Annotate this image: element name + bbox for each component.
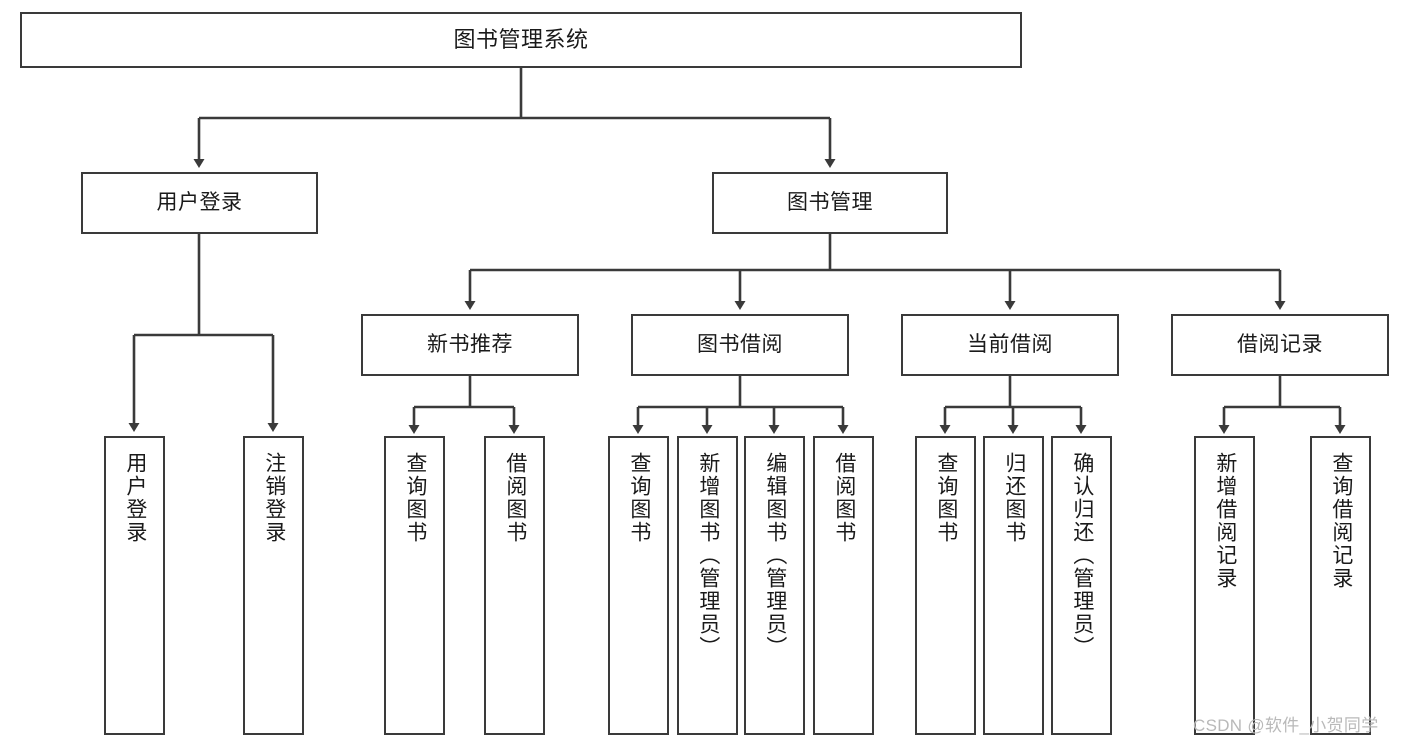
leaf-current-return-book[interactable]: 归还图书 bbox=[983, 436, 1044, 735]
leaf-borrow-edit-book-admin[interactable]: 编辑图书（管理员） bbox=[744, 436, 805, 735]
leaf-borrow-query-book[interactable]: 查询图书 bbox=[608, 436, 669, 735]
csdn-watermark: CSDN @软件_小贺同学 bbox=[1193, 716, 1379, 735]
leaf-current-confirm-return-admin[interactable]: 确认归还（管理员） bbox=[1051, 436, 1112, 735]
node-label: 查询借阅记录 bbox=[1329, 452, 1353, 590]
node-label: 编辑图书（管理员） bbox=[763, 452, 787, 659]
leaf-borrow-borrow-book[interactable]: 借阅图书 bbox=[813, 436, 874, 735]
node-label: 用户登录 bbox=[123, 452, 147, 544]
node-label: 注销登录 bbox=[262, 452, 286, 544]
leaf-user-login-signin[interactable]: 用户登录 bbox=[104, 436, 165, 735]
node-root-system[interactable]: 图书管理系统 bbox=[20, 12, 1022, 68]
node-label: 归还图书 bbox=[1002, 452, 1026, 544]
node-user-login[interactable]: 用户登录 bbox=[81, 172, 318, 234]
leaf-record-query-record[interactable]: 查询借阅记录 bbox=[1310, 436, 1371, 735]
node-label: 用户登录 bbox=[156, 190, 243, 214]
node-label: 图书借阅 bbox=[697, 332, 783, 356]
node-borrow-record[interactable]: 借阅记录 bbox=[1171, 314, 1389, 376]
node-label: 当前借阅 bbox=[967, 332, 1053, 356]
leaf-record-add-record[interactable]: 新增借阅记录 bbox=[1194, 436, 1255, 735]
node-current-borrow[interactable]: 当前借阅 bbox=[901, 314, 1119, 376]
leaf-recommend-query-book[interactable]: 查询图书 bbox=[384, 436, 445, 735]
node-label: 确认归还（管理员） bbox=[1070, 452, 1094, 659]
node-label: 查询图书 bbox=[934, 452, 958, 544]
node-book-borrow[interactable]: 图书借阅 bbox=[631, 314, 849, 376]
node-label: 新书推荐 bbox=[427, 332, 513, 356]
node-label: 借阅图书 bbox=[832, 452, 856, 544]
node-label: 新增图书（管理员） bbox=[696, 452, 720, 659]
leaf-borrow-add-book-admin[interactable]: 新增图书（管理员） bbox=[677, 436, 738, 735]
node-label: 新增借阅记录 bbox=[1213, 452, 1237, 590]
node-label: 查询图书 bbox=[403, 452, 427, 544]
node-label: 图书管理系统 bbox=[453, 27, 589, 53]
node-label: 借阅图书 bbox=[503, 452, 527, 544]
leaf-recommend-borrow-book[interactable]: 借阅图书 bbox=[484, 436, 545, 735]
node-label: 查询图书 bbox=[627, 452, 651, 544]
leaf-user-login-signout[interactable]: 注销登录 bbox=[243, 436, 304, 735]
node-label: 图书管理 bbox=[787, 190, 873, 214]
node-book-management[interactable]: 图书管理 bbox=[712, 172, 948, 234]
node-new-book-recommend[interactable]: 新书推荐 bbox=[361, 314, 579, 376]
leaf-current-query-book[interactable]: 查询图书 bbox=[915, 436, 976, 735]
node-label: 借阅记录 bbox=[1237, 332, 1323, 356]
